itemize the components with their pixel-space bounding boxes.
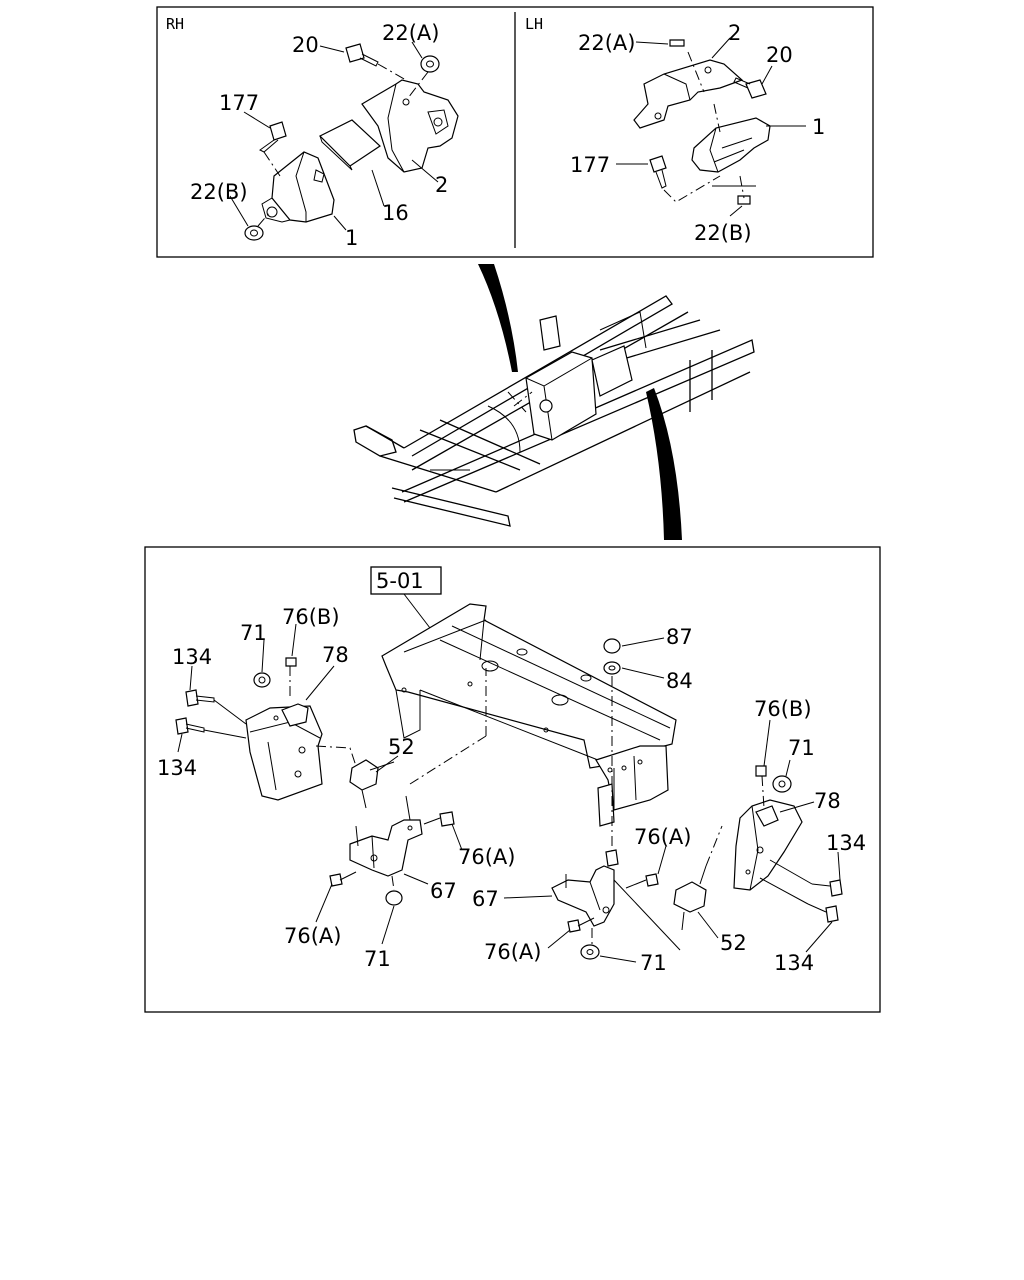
label-b-76a-l1: 76(A) bbox=[458, 845, 515, 869]
ref-box-label: 5-01 bbox=[376, 569, 424, 593]
chassis-overview bbox=[353, 264, 755, 540]
label-lh-177: 177 bbox=[570, 153, 610, 177]
label-lh-1: 1 bbox=[812, 115, 825, 139]
label-b-71-l: 71 bbox=[240, 621, 267, 645]
label-b-67-l: 67 bbox=[430, 879, 457, 903]
label-b-134-r2: 134 bbox=[774, 951, 814, 975]
rh-tag: RH bbox=[166, 15, 184, 33]
lh-mount-drawing bbox=[616, 37, 806, 217]
label-b-52-r: 52 bbox=[720, 931, 747, 955]
label-b-134-r1: 134 bbox=[826, 831, 866, 855]
label-b-71-r: 71 bbox=[788, 736, 815, 760]
label-b-87: 87 bbox=[666, 625, 693, 649]
label-lh-22a: 22(A) bbox=[578, 31, 635, 55]
lh-tag: LH bbox=[525, 15, 543, 33]
label-b-52-l: 52 bbox=[388, 735, 415, 759]
frame-assembly-drawing bbox=[175, 603, 843, 963]
label-b-76a-r1: 76(A) bbox=[634, 825, 691, 849]
label-lh-2: 2 bbox=[728, 21, 741, 45]
label-b-134-l1: 134 bbox=[172, 645, 212, 669]
label-rh-177: 177 bbox=[219, 91, 259, 115]
ref-box bbox=[370, 566, 442, 595]
label-rh-22a: 22(A) bbox=[382, 21, 439, 45]
label-b-76a-r2: 76(A) bbox=[484, 940, 541, 964]
label-rh-2: 2 bbox=[435, 173, 448, 197]
label-lh-20: 20 bbox=[766, 43, 793, 67]
label-b-134-l2: 134 bbox=[157, 756, 197, 780]
label-b-76a-l2: 76(A) bbox=[284, 924, 341, 948]
label-rh-1: 1 bbox=[345, 226, 358, 250]
bottom-panel-frame bbox=[144, 546, 881, 1013]
label-b-71-r2: 71 bbox=[640, 951, 667, 975]
label-b-78-r: 78 bbox=[814, 789, 841, 813]
label-b-76b-l: 76(B) bbox=[282, 605, 340, 629]
top-panel-frame bbox=[156, 6, 874, 258]
label-b-67-r: 67 bbox=[472, 887, 499, 911]
label-b-78-l: 78 bbox=[322, 643, 349, 667]
rh-mount-drawing bbox=[229, 41, 459, 241]
label-b-71-l2: 71 bbox=[364, 947, 391, 971]
label-rh-20: 20 bbox=[292, 33, 319, 57]
label-b-76b-r: 76(B) bbox=[754, 697, 812, 721]
label-b-84: 84 bbox=[666, 669, 693, 693]
label-lh-22b: 22(B) bbox=[694, 221, 752, 245]
label-rh-22b: 22(B) bbox=[190, 180, 248, 204]
label-rh-16: 16 bbox=[382, 201, 409, 225]
